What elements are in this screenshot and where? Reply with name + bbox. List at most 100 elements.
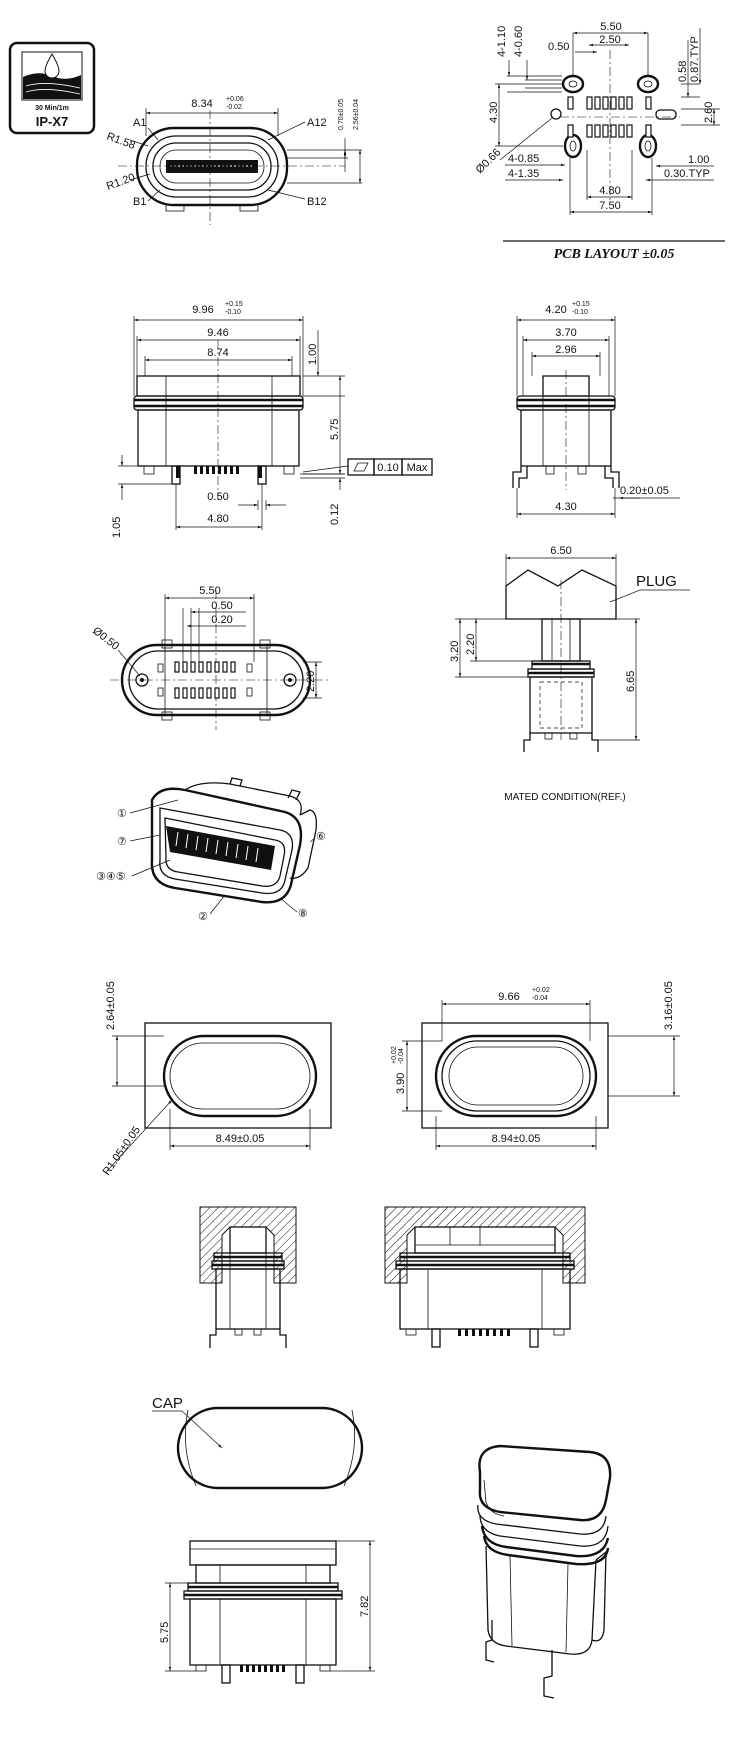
mated-dim-220: 2.20 (465, 634, 477, 655)
cutout-dim-849: 8.49±0.05 (216, 1133, 265, 1145)
pcb-dim-087: 0.87.TYP (689, 36, 701, 82)
side-dim-996-plus: +0.15 (225, 301, 243, 308)
section-view-right (384, 1206, 586, 1348)
mounting-holes (550, 74, 677, 159)
front-width-tol-minus: -0.02 (226, 104, 242, 111)
bottom-dim-020: 0.20 (211, 614, 232, 626)
callout-1: ① (117, 808, 127, 820)
cutout-dim-316: 3.16±0.05 (663, 981, 675, 1030)
side-view: 9.96 +0.15 -0.10 9.46 8.74 1.00 5.75 0.1… (111, 301, 433, 538)
end-dim-296: 2.96 (555, 344, 576, 356)
side-dim-050: 0.50 (207, 491, 228, 503)
end-dim-020: 0.20±0.05 (620, 485, 669, 497)
panel-cutout-left: 2.64±0.05 8.49±0.05 R1.05±0.05 (101, 981, 332, 1178)
pcb-layout: 5.50 2.50 0.50 4-1.10 4-0.60 4.30 0.58 0… (474, 21, 725, 262)
pcb-dim-4-085: 4-0.85 (508, 153, 539, 165)
pcb-dim-260: 2.60 (703, 102, 715, 123)
bottom-dim-220: 2.20 (305, 671, 317, 692)
cap-view: CAP (152, 1395, 364, 1490)
pcb-dim-050: 0.50 (548, 41, 569, 53)
callout-8: ⑧ (298, 908, 308, 920)
bottom-view: 5.50 0.50 0.20 Ø0.50 2.20 (90, 585, 330, 730)
badge-duration: 30 Min/1m (35, 105, 69, 112)
contact-pins (194, 466, 239, 474)
side-dim-575: 5.75 (329, 419, 341, 440)
pin-a12-label: A12 (307, 117, 327, 129)
iso-contacts (175, 831, 259, 863)
panel-cutout-right: 9.66 +0.02 -0.04 3.90 +0.02 -0.04 3.16±0… (391, 981, 680, 1150)
pcb-dim-4-060: 4-0.60 (513, 26, 525, 57)
pcb-dim-058: 0.58 (677, 61, 689, 82)
cutout-dim-894: 8.94±0.05 (492, 1133, 541, 1145)
cap-label: CAP (152, 1395, 183, 1412)
mated-caption: MATED CONDITION(REF.) (504, 792, 625, 803)
bottom-side-dim-575: 5.75 (159, 1622, 171, 1643)
radius-outer-dim: R1.58 (105, 131, 137, 152)
side-dim-874: 8.74 (207, 347, 228, 359)
end-dim-420: 4.20 (545, 304, 566, 316)
side-dim-105: 1.05 (111, 517, 123, 538)
bottom-pads-top-row (174, 661, 236, 673)
dim-070: 0.70±0.05 (338, 99, 345, 130)
section-view-left (199, 1206, 297, 1348)
signal-pads (567, 96, 652, 138)
callout-2: ② (198, 911, 208, 923)
pcb-dim-430: 4.30 (488, 102, 500, 123)
bottom-pads-bottom-row (174, 687, 236, 699)
cutout-dim-966-minus: -0.04 (532, 995, 548, 1002)
plug-label: PLUG (636, 573, 677, 590)
water-drop-icon (23, 53, 81, 99)
side-dim-012: 0.12 (329, 504, 341, 525)
isometric-view: ① ⑦ ③④⑤ ② ⑥ ⑧ (96, 777, 326, 923)
cutout-dim-r105: R1.05±0.05 (101, 1124, 143, 1177)
side-dim-480: 4.80 (207, 513, 228, 525)
callout-3-4-5: ③④⑤ (96, 871, 126, 883)
cutout-dim-390: 3.90 (395, 1073, 407, 1094)
pcb-layout-title: PCB LAYOUT ±0.05 (554, 247, 675, 262)
pcb-dim-4-135: 4-1.35 (508, 168, 539, 180)
front-view: 8.34 +0.06 -0.02 A1 A12 B1 B12 R1.58 R1.… (105, 96, 362, 225)
side-dim-996-minus: -0.10 (225, 309, 241, 316)
bottom-dim-550: 5.50 (199, 585, 220, 597)
callout-6: ⑥ (316, 831, 326, 843)
isometric-cap-view (477, 1444, 612, 1699)
pcb-dim-480: 4.80 (599, 185, 620, 197)
cutout-dim-966: 9.66 (498, 991, 519, 1003)
mated-dim-320: 3.20 (449, 641, 461, 662)
end-dim-420-plus: +0.15 (572, 301, 590, 308)
front-width-dim: 8.34 (191, 98, 212, 110)
pin-b1-label: B1 (133, 196, 146, 208)
cutout-dim-966-plus: +0.02 (532, 987, 550, 994)
bottom-side-dim-782: 7.82 (359, 1596, 371, 1617)
ip-x7-badge: 30 Min/1m IP-X7 (8, 41, 96, 135)
side-dim-100: 1.00 (307, 344, 319, 365)
dim-256: 2.56±0.04 (353, 99, 360, 130)
end-dim-370: 3.70 (555, 327, 576, 339)
radius-inner-dim: R1.20 (105, 172, 137, 193)
pcb-dim-4-110: 4-1.10 (496, 26, 508, 57)
flatness-max-label: Max (407, 462, 428, 474)
bottom-side-view: 5.75 7.82 (159, 1540, 375, 1684)
cutout-dim-264: 2.64±0.05 (105, 981, 117, 1030)
pcb-dim-030: 0.30.TYP (664, 168, 710, 180)
badge-rating: IP-X7 (36, 114, 69, 129)
pcb-dim-550: 5.50 (600, 21, 621, 33)
cutout-dim-390-minus: -0.04 (398, 1048, 405, 1064)
pcb-dim-100: 1.00 (688, 154, 709, 166)
callout-7: ⑦ (117, 836, 127, 848)
pcb-dim-250: 2.50 (599, 34, 620, 46)
bottom-dim-phi050: Ø0.50 (90, 625, 121, 653)
mated-dim-650: 6.50 (550, 545, 571, 557)
front-width-tol-plus: +0.06 (226, 96, 244, 103)
end-view: 4.20 +0.15 -0.10 3.70 2.96 4.30 0.20±0.0… (512, 301, 680, 518)
side-dim-946: 9.46 (207, 327, 228, 339)
side-dim-996: 9.96 (192, 304, 213, 316)
mated-dim-665: 6.65 (625, 671, 637, 692)
pin-b12-label: B12 (307, 196, 327, 208)
pcb-dim-066: Ø0.66 (474, 146, 504, 176)
bottom-dim-050: 0.50 (211, 600, 232, 612)
cutout-dim-390-plus: +0.02 (391, 1046, 398, 1064)
pin-a1-label: A1 (133, 117, 146, 129)
end-dim-430: 4.30 (555, 501, 576, 513)
